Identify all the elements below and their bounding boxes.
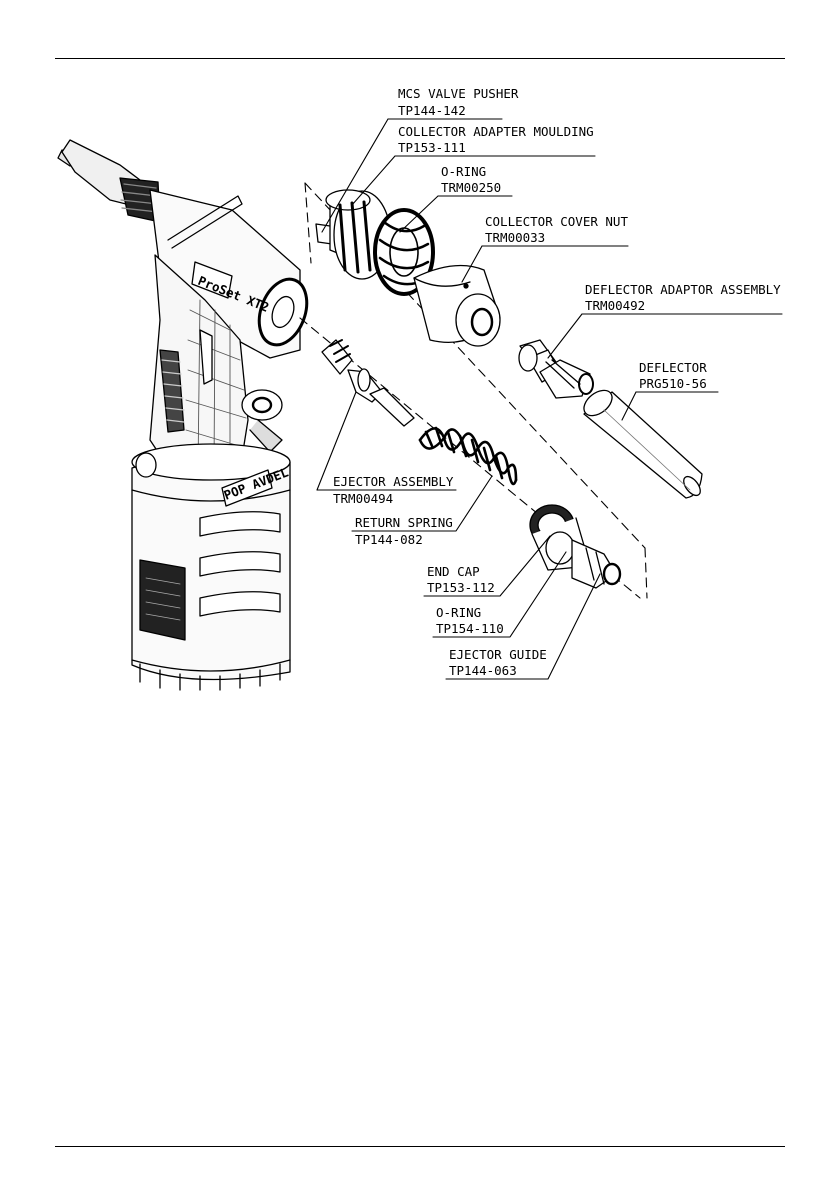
deflector-adaptor-assembly-part <box>519 340 593 398</box>
end-cap-assembly-part <box>530 505 620 588</box>
callout-collector-cover-nut-part: TRM00033 <box>485 230 545 245</box>
callout-collector-adapter-moulding-name: COLLECTOR ADAPTER MOULDING <box>398 124 594 139</box>
callout-deflector-name: DEFLECTOR <box>639 360 707 375</box>
callout-ejector-assembly-name: EJECTOR ASSEMBLY <box>333 474 454 489</box>
callout-ejector-guide-part: TP144-063 <box>449 663 517 678</box>
callout-mcs-valve-pusher-part: TP144-142 <box>398 103 466 118</box>
callout-ejector-guide-name: EJECTOR GUIDE <box>449 647 547 662</box>
callout-collector-cover-nut-name: COLLECTOR COVER NUT <box>485 214 628 229</box>
collector-cover-nut-part <box>414 266 500 347</box>
callout-deflector-adaptor-assembly-part: TRM00492 <box>585 298 645 313</box>
callout-o-ring-1-part: TRM00250 <box>441 180 501 195</box>
callout-mcs-valve-pusher-name: MCS VALVE PUSHER <box>398 86 519 101</box>
callout-deflector-adaptor-assembly-name: DEFLECTOR ADAPTOR ASSEMBLY <box>585 282 781 297</box>
callout-ejector-assembly-part: TRM00494 <box>333 491 393 506</box>
callout-o-ring-1-name: O-RING <box>441 164 486 179</box>
rivet-tool-illustration <box>58 140 315 690</box>
callout-end-cap-part: TP153-112 <box>427 580 495 595</box>
callout-return-spring-name: RETURN SPRING <box>355 515 453 530</box>
ejector-assembly-part <box>322 340 414 426</box>
callout-o-ring-2-name: O-RING <box>436 605 481 620</box>
callout-collector-adapter-moulding-part: TP153-111 <box>398 140 466 155</box>
callout-deflector-part: PRG510-56 <box>639 376 707 391</box>
callout-return-spring-part: TP144-082 <box>355 532 423 547</box>
callout-end-cap-name: END CAP <box>427 564 480 579</box>
deflector-part <box>579 385 703 498</box>
callout-o-ring-2-part: TP154-110 <box>436 621 504 636</box>
